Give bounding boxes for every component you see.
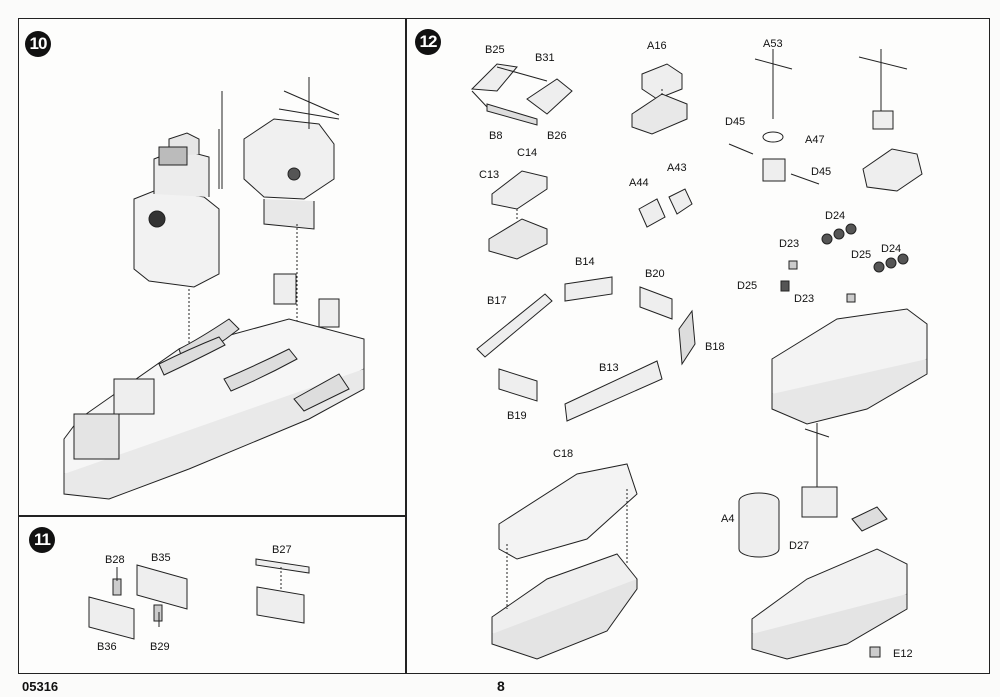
step-12-badge: 12 (415, 29, 441, 55)
label-d27: D27 (789, 540, 809, 552)
label-b29: B29 (150, 641, 170, 653)
step-12-assembly-drawing: B25 B31 B8 B26 A16 A53 D45 A47 D45 C14 C… (470, 38, 928, 660)
label-c14: C14 (517, 147, 537, 159)
label-b8: B8 (489, 130, 502, 142)
label-a47: A47 (805, 134, 825, 146)
page-number: 8 (497, 678, 505, 694)
label-d45-left: D45 (725, 116, 745, 128)
label-d24-upper: D24 (825, 210, 845, 222)
label-a43: A43 (667, 162, 687, 174)
label-a44: A44 (629, 177, 649, 189)
step-11-assembly-drawing: B28 B35 B36 B29 B27 (88, 544, 310, 653)
label-d45-right: D45 (811, 166, 831, 178)
label-b13: B13 (599, 362, 619, 374)
label-b19: B19 (507, 410, 527, 422)
label-b27: B27 (272, 544, 292, 556)
label-a4: A4 (721, 513, 734, 525)
label-b18: B18 (705, 341, 725, 353)
label-b20: B20 (645, 268, 665, 280)
step-12-panel: 12 (406, 18, 990, 674)
label-b17: B17 (487, 295, 507, 307)
label-a53: A53 (763, 38, 783, 50)
label-b31: B31 (535, 52, 555, 64)
label-b25: B25 (485, 44, 505, 56)
label-c13: C13 (479, 169, 499, 181)
label-b35: B35 (151, 552, 171, 564)
step-10-assembly-drawing (63, 77, 365, 500)
step-11-badge: 11 (29, 527, 55, 553)
label-d25-left: D25 (737, 280, 757, 292)
label-b14: B14 (575, 256, 595, 268)
label-c18: C18 (553, 448, 573, 460)
label-b26: B26 (547, 130, 567, 142)
label-e12: E12 (893, 648, 913, 660)
label-b36: B36 (97, 641, 117, 653)
step-10-panel: 10 (18, 18, 406, 516)
step-11-panel: 11 B28 B35 B36 B29 B27 (18, 516, 406, 674)
step-10-badge: 10 (25, 31, 51, 57)
kit-part-number: 05316 (22, 679, 59, 694)
label-d25-right: D25 (851, 249, 871, 261)
label-a16: A16 (647, 40, 667, 52)
label-d23-lower: D23 (794, 293, 814, 305)
label-d23-upper: D23 (779, 238, 799, 250)
label-b28: B28 (105, 554, 125, 566)
label-d24-right: D24 (881, 243, 901, 255)
